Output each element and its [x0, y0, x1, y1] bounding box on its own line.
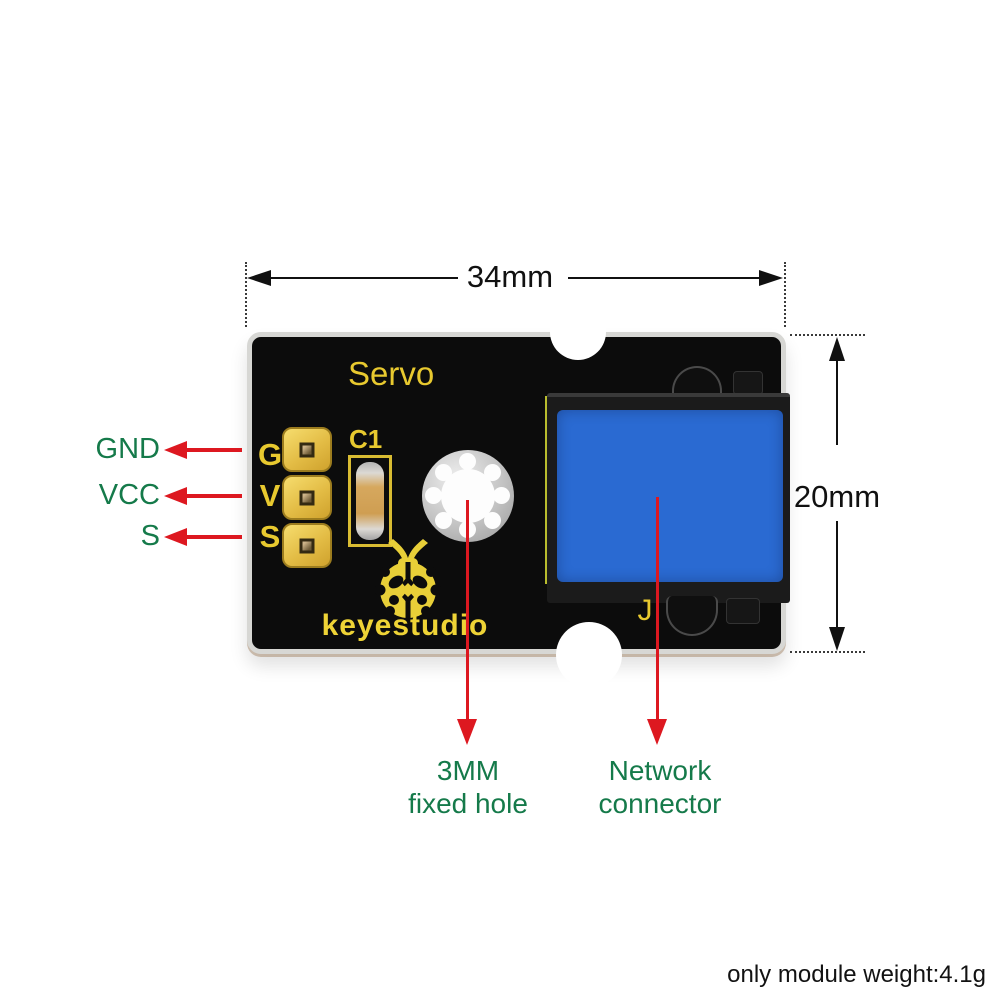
- callout-connector-line2: connector: [598, 788, 722, 819]
- callout-s-label: S: [140, 520, 160, 552]
- pin-header: [282, 427, 332, 568]
- mounting-hole-perforation: [484, 512, 501, 529]
- mounting-hole-perforation: [484, 464, 501, 481]
- extension-line-bottom: [790, 651, 865, 653]
- arrowhead-left-icon: [247, 270, 271, 286]
- callout-gnd-label: GND: [95, 433, 160, 465]
- callout-hole-label: 3MM fixed hole: [390, 754, 546, 820]
- pin-contact: [299, 538, 315, 553]
- silk-title: Servo: [348, 355, 435, 392]
- callout-arrow-vcc-icon: [164, 487, 187, 505]
- connector-latch-bottom: [666, 596, 718, 636]
- mounting-hole-perforation: [493, 487, 510, 504]
- connector-tab-bottom: [726, 598, 760, 624]
- callout-vcc-label: VCC: [98, 479, 160, 511]
- callout-arrow-gnd-icon: [164, 441, 187, 459]
- arrowhead-down-icon: [829, 627, 845, 651]
- board-notch-top: [550, 304, 606, 360]
- connector-tab-top: [733, 371, 763, 395]
- callout-arrow-connector-icon: [647, 719, 667, 745]
- callout-connector-line1: Network: [608, 755, 712, 786]
- callout-arrow-s-icon: [164, 528, 187, 546]
- pin-block: [282, 475, 332, 520]
- mounting-hole-perforation: [459, 453, 476, 470]
- extension-line-top: [790, 334, 865, 336]
- width-dimension-label: 34mm: [466, 259, 554, 294]
- capacitor-label: C1: [349, 424, 383, 454]
- ladybug-logo-icon: [374, 539, 442, 618]
- brand-text: keyestudio: [321, 609, 489, 642]
- dimension-line: [836, 359, 838, 445]
- pin-block: [282, 523, 332, 568]
- pin-contact: [299, 442, 315, 457]
- callout-arrow-line: [184, 448, 242, 452]
- callout-hole-line2: fixed hole: [408, 788, 528, 819]
- callout-connector-label: Network connector: [582, 754, 738, 820]
- extension-line-right: [784, 262, 786, 327]
- pin-silk-label-g: G: [257, 437, 283, 472]
- connector-blue-face: [557, 410, 783, 582]
- capacitor-silk-outline: [348, 455, 392, 547]
- connector-silk-label: J: [637, 594, 653, 627]
- dimension-line: [836, 521, 838, 627]
- dimension-line: [568, 277, 763, 279]
- callout-line-hole: [466, 500, 469, 719]
- callout-line-connector: [656, 497, 659, 719]
- mounting-hole-perforation: [435, 512, 452, 529]
- extension-line-left: [245, 262, 247, 327]
- pin-block: [282, 427, 332, 472]
- weight-note: only module weight:4.1g: [727, 961, 986, 988]
- arrowhead-up-icon: [829, 337, 845, 361]
- capacitor: [356, 462, 384, 540]
- mounting-hole-perforation: [425, 487, 442, 504]
- dimension-line: [268, 277, 458, 279]
- callout-arrow-hole-icon: [457, 719, 477, 745]
- arrowhead-right-icon: [759, 270, 783, 286]
- height-dimension-label: 20mm: [793, 479, 881, 514]
- callout-arrow-line: [184, 535, 242, 539]
- pin-contact: [299, 490, 315, 505]
- pin-silk-label-v: V: [259, 478, 281, 513]
- connector-silk-outline: [545, 396, 548, 584]
- callout-hole-line1: 3MM: [436, 755, 500, 786]
- callout-arrow-line: [184, 494, 242, 498]
- pin-silk-label-s: S: [259, 519, 281, 554]
- board-notch-bottom: [556, 622, 622, 688]
